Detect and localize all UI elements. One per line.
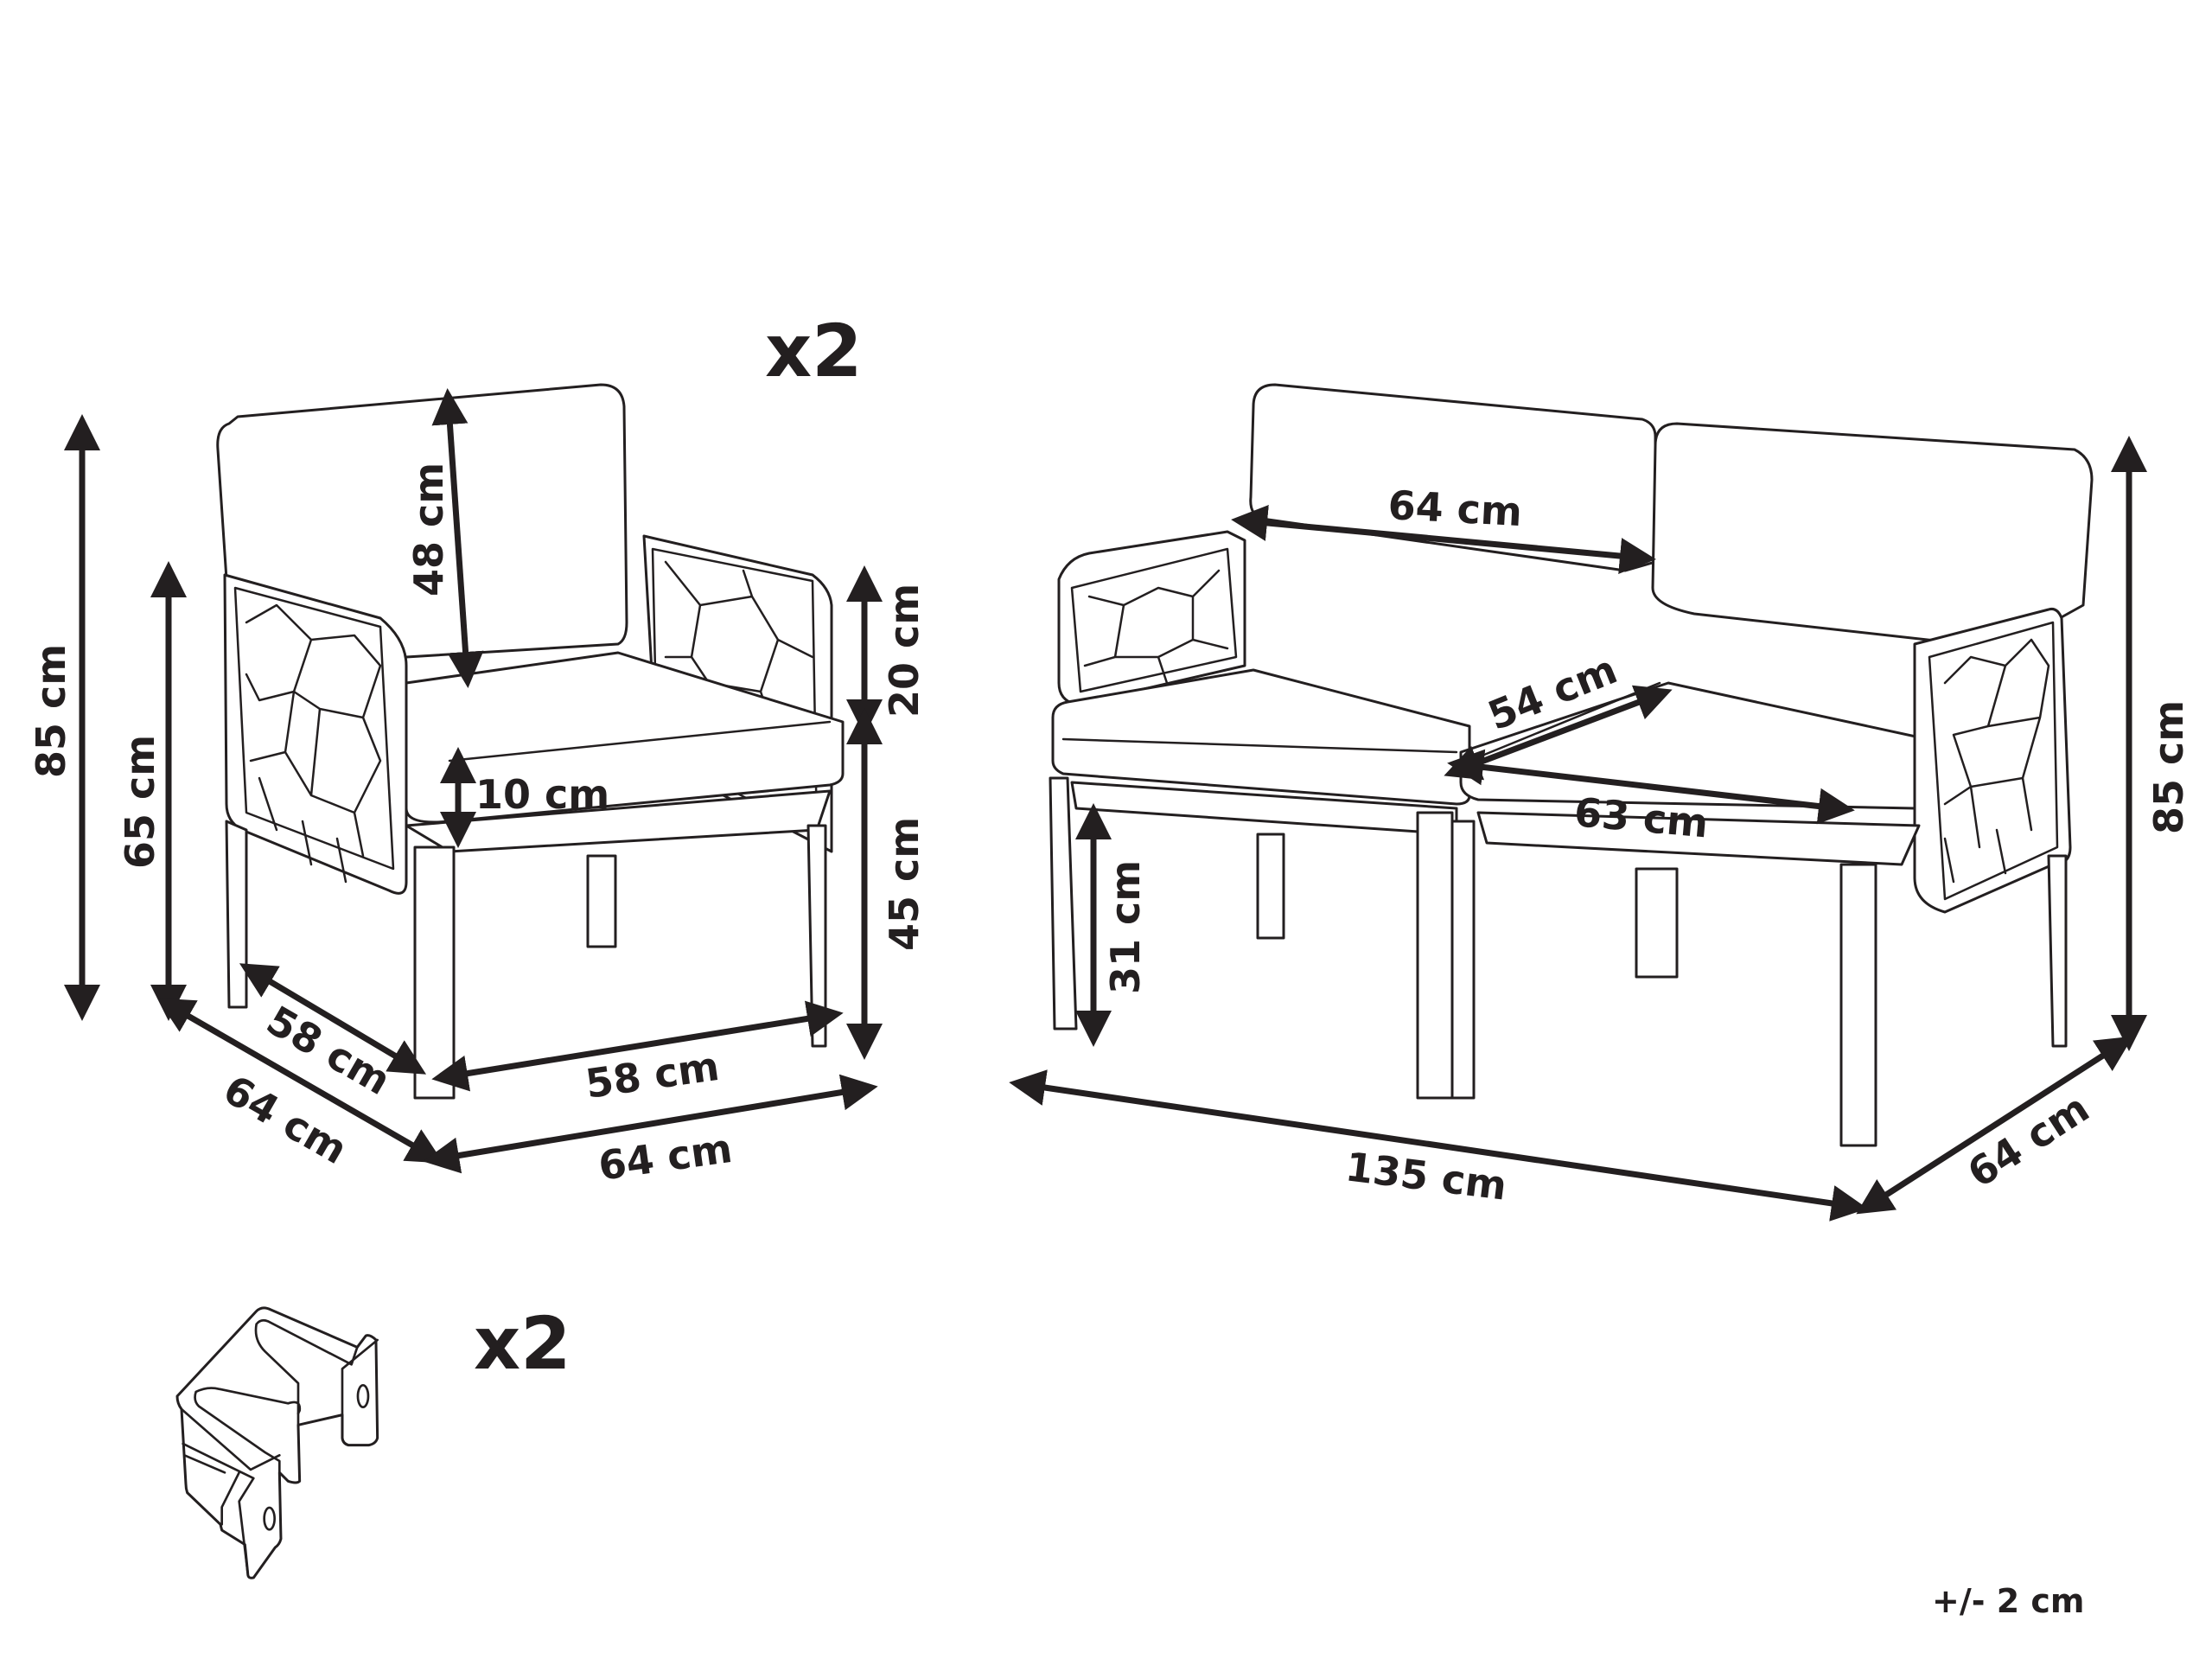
- armchair-seat-cushion: [405, 651, 845, 824]
- armchair-quantity-label: x2: [765, 309, 863, 393]
- armchair-arm-above-seat-label: 20 cm: [881, 584, 928, 718]
- armchair-drawing: [216, 383, 845, 1100]
- sofa-leg: [1416, 811, 1454, 1100]
- sofa-backrest-width-label: 64 cm: [1386, 482, 1523, 535]
- sofa-leg: [2047, 854, 2068, 1048]
- connector-bracket-drawing: [175, 1306, 379, 1579]
- armchair-front-left-leg: [413, 845, 456, 1100]
- armchair-total-depth-label: 64 cm: [216, 1066, 355, 1173]
- sofa-dimension-arrows: [1009, 436, 2147, 1222]
- sofa-left-arm: [1057, 530, 1246, 706]
- sofa-leg: [1049, 776, 1078, 1030]
- armchair-backrest: [216, 383, 628, 659]
- sofa-leg: [1450, 820, 1476, 1100]
- sofa-leg: [1635, 867, 1679, 979]
- sofa-drawing: [1049, 383, 2094, 1147]
- sofa-leg: [1839, 863, 1877, 1147]
- armchair-cushion-thickness-label: 10 cm: [475, 771, 609, 818]
- armchair-dimension-arrows: [64, 388, 883, 1174]
- tolerance-label: +/- 2 cm: [1932, 1582, 2085, 1620]
- armchair-total-width-label: 64 cm: [596, 1125, 735, 1190]
- armchair-backrest-height-label: 48 cm: [405, 463, 452, 597]
- armchair-left-arm: [223, 573, 408, 895]
- sofa-total-height-label: 85 cm: [2145, 700, 2192, 834]
- armchair-back-right-leg: [586, 854, 617, 948]
- armchair-back-left-leg: [225, 820, 248, 1009]
- sofa-right-backrest: [1651, 422, 2094, 650]
- sofa-seat-width-label: 63 cm: [1572, 788, 1710, 846]
- armchair-seat-depth-label: 58 cm: [259, 997, 398, 1104]
- sofa-leg: [1256, 833, 1285, 940]
- bracket-quantity-label: x2: [474, 1301, 571, 1386]
- armchair-seat-height-label: 45 cm: [881, 817, 928, 951]
- sofa-leg-clearance-label: 31 cm: [1102, 860, 1149, 994]
- armchair-total-height-label: 85 cm: [28, 644, 74, 778]
- armchair-front-right-leg: [806, 824, 827, 1048]
- armchair-armrest-height-label: 65 cm: [117, 735, 163, 869]
